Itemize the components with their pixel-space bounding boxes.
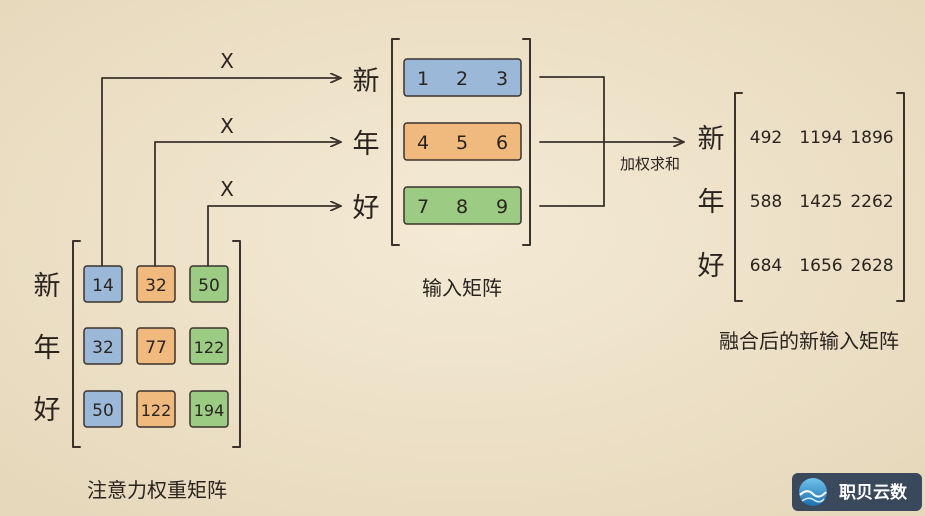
output-value-0-1: 1194	[799, 128, 842, 148]
output-value-1-1: 1425	[799, 192, 842, 212]
output-matrix: 新 年 好 492 1194 1896 588 1425 2262 684 16…	[698, 92, 905, 353]
input-value-1-1: 5	[456, 132, 468, 154]
weight-row-label-0: 新	[34, 271, 61, 302]
connector-row-2	[207, 206, 340, 267]
connector-row-0	[101, 78, 340, 267]
output-matrix-left-bracket	[734, 92, 743, 302]
weight-row-label-1: 年	[34, 333, 61, 364]
input-value-2-1: 8	[456, 196, 468, 218]
input-value-2-0: 7	[417, 196, 429, 218]
weight-matrix-caption: 注意力权重矩阵	[87, 478, 227, 502]
globe-wave-icon	[799, 478, 827, 506]
weight-value-1-2: 122	[194, 338, 225, 357]
weight-value-2-2: 194	[194, 401, 225, 420]
output-row-label-0: 新	[698, 124, 725, 155]
connector-row-1	[154, 142, 340, 267]
output-value-2-2: 2628	[850, 256, 893, 276]
input-row-2	[403, 186, 522, 225]
sum-line-row-0	[539, 76, 605, 207]
weight-cell-2-0	[83, 390, 123, 428]
weight-value-0-2: 50	[198, 276, 220, 296]
input-row-0	[403, 58, 522, 97]
input-value-1-0: 4	[417, 132, 429, 154]
output-value-2-1: 1656	[799, 256, 842, 276]
weight-cell-0-2	[189, 265, 229, 303]
logo-text: 职贝云数	[839, 482, 908, 503]
weight-cell-2-1	[136, 390, 176, 428]
input-row-label-2: 好	[353, 193, 380, 224]
weighted-sum-label: 加权求和	[620, 155, 680, 173]
input-row-label-0: 新	[353, 66, 380, 97]
output-value-1-2: 2262	[850, 192, 893, 212]
output-row-label-1: 年	[698, 187, 725, 218]
output-matrix-right-bracket	[896, 92, 905, 302]
input-row-label-1: 年	[353, 129, 380, 160]
logo-background	[792, 473, 922, 511]
weight-cell-1-2	[189, 327, 229, 365]
output-value-0-0: 492	[750, 128, 782, 148]
weighted-sum-connector: 加权求和	[539, 76, 683, 207]
output-value-1-0: 588	[750, 192, 782, 212]
multiply-symbol-1: X	[220, 114, 234, 138]
weight-value-1-1: 77	[145, 338, 167, 358]
output-value-0-2: 1896	[850, 128, 893, 148]
input-value-1-2: 6	[496, 132, 508, 154]
input-matrix: 新 年 好 1 2 3 4 5 6 7 8 9 输入矩阵	[353, 38, 531, 300]
weight-cell-1-0	[83, 327, 123, 365]
multiply-symbol-0: X	[220, 49, 234, 73]
output-value-2-0: 684	[750, 256, 782, 276]
multiply-symbol-2: X	[220, 177, 234, 201]
weight-value-0-1: 32	[145, 276, 167, 296]
weight-cell-1-1	[136, 327, 176, 365]
brand-logo: 职贝云数	[792, 473, 922, 511]
weight-matrix-left-bracket	[72, 240, 81, 448]
input-value-0-2: 3	[496, 68, 508, 90]
input-row-1	[403, 122, 522, 161]
weight-value-2-1: 122	[141, 401, 172, 420]
input-matrix-left-bracket	[391, 38, 400, 246]
weight-cell-0-0	[83, 265, 123, 303]
output-row-label-2: 好	[698, 251, 725, 282]
input-matrix-right-bracket	[522, 38, 531, 246]
input-value-2-2: 9	[496, 196, 508, 218]
output-matrix-caption: 融合后的新输入矩阵	[719, 329, 899, 353]
weight-cell-2-2	[189, 390, 229, 428]
weight-matrix-right-bracket	[232, 240, 241, 448]
weight-value-0-0: 14	[92, 276, 114, 296]
weight-matrix: 新 年 好 14 32 50 32 77 122 50 122 194 注意力权…	[34, 240, 241, 502]
input-value-0-1: 2	[456, 68, 468, 90]
weight-value-2-0: 50	[92, 401, 114, 421]
input-value-0-0: 1	[417, 68, 429, 90]
weight-value-1-0: 32	[92, 338, 114, 358]
weight-row-label-2: 好	[34, 395, 61, 426]
weight-cell-0-1	[136, 265, 176, 303]
multiply-connectors: X X X	[101, 49, 340, 267]
input-matrix-caption: 输入矩阵	[422, 276, 502, 300]
